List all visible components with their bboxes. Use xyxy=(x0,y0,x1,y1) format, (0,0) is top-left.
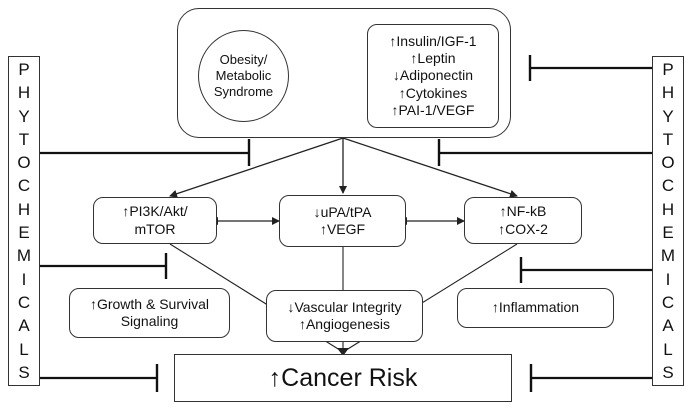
right-sidebar-letter: P xyxy=(662,60,674,79)
vascular-line-1: ↓Vascular Integrity xyxy=(287,298,402,315)
right-sidebar-letter: C xyxy=(661,292,675,312)
nfkb-line-1: ↑NF-kB xyxy=(499,203,547,220)
left-sidebar-letter: P xyxy=(18,60,30,79)
obesity-ellipse: Obesity/ Metabolic Syndrome xyxy=(198,30,289,122)
right-sidebar-letter: E xyxy=(662,223,674,243)
obesity-line-3: Syndrome xyxy=(213,84,274,100)
vascular-box: ↓Vascular Integrity ↑Angiogenesis xyxy=(266,290,423,342)
factor-adiponectin: ↓Adiponectin xyxy=(392,67,474,84)
growth-line-2: Signaling xyxy=(120,313,179,329)
cancer-risk-box: ↑Cancer Risk xyxy=(174,354,512,402)
left-sidebar-letter: I xyxy=(21,269,27,289)
vascular-line-2: ↑Angiogenesis xyxy=(298,316,391,332)
arrow-to-pi3k xyxy=(169,137,344,198)
left-sidebar-letter: E xyxy=(18,223,30,243)
pi3k-line-2: mTOR xyxy=(134,220,176,237)
right-sidebar-letter: C xyxy=(661,176,675,196)
right-sidebar-letter: Y xyxy=(662,106,674,126)
left-sidebar-letter: H xyxy=(17,83,31,103)
upa-box: ↓uPA/tPA ↑VEGF xyxy=(279,195,406,247)
obesity-line-1: Obesity/ xyxy=(219,51,268,67)
left-sidebar-letter: C xyxy=(17,176,31,196)
left-sidebar-letter: S xyxy=(18,362,30,382)
right-sidebar-letter: L xyxy=(663,339,673,359)
arrow-into-cancer xyxy=(337,348,349,356)
left-sidebar-letter: L xyxy=(19,339,29,359)
left-sidebar-letter: C xyxy=(17,292,31,312)
factor-leptin: ↑Leptin xyxy=(410,50,456,67)
right-sidebar-letter: H xyxy=(661,199,675,219)
pi3k-box: ↑PI3K/Akt/ mTOR xyxy=(93,197,217,244)
inflammation-label: ↑Inflammation xyxy=(491,299,580,316)
left-sidebar-letter: A xyxy=(18,316,30,336)
growth-line-1: ↑Growth & Survival xyxy=(89,295,210,312)
nfkb-line-2: ↑COX-2 xyxy=(498,220,548,237)
right-sidebar-letter: S xyxy=(662,362,674,382)
upa-line-1: ↓uPA/tPA xyxy=(313,203,372,220)
right-sidebar-letter: I xyxy=(665,269,671,289)
obesity-line-2: Metabolic xyxy=(215,67,272,83)
right-sidebar-letter: H xyxy=(661,83,675,103)
factors-box: ↑Insulin/IGF-1 ↑Leptin ↓Adiponectin ↑Cyt… xyxy=(367,24,499,128)
arrow-to-nfkb xyxy=(342,137,518,198)
cancer-risk-label: ↑Cancer Risk xyxy=(268,363,418,392)
left-sidebar-letter: H xyxy=(17,199,31,219)
inflammation-box: ↑Inflammation xyxy=(457,288,614,328)
right-sidebar-letter: M xyxy=(660,246,676,266)
growth-box: ↑Growth & Survival Signaling xyxy=(69,288,230,338)
factor-cytokines: ↑Cytokines xyxy=(398,84,468,101)
upa-line-2: ↑VEGF xyxy=(319,221,366,237)
nfkb-box: ↑NF-kB ↑COX-2 xyxy=(464,197,582,244)
left-sidebar-letter: T xyxy=(18,129,30,149)
left-sidebar-letter: O xyxy=(17,153,31,173)
right-sidebar-letter: T xyxy=(662,129,674,149)
right-sidebar-letter: O xyxy=(661,153,675,173)
pi3k-line-1: ↑PI3K/Akt/ xyxy=(122,203,188,220)
right-sidebar-letter: A xyxy=(662,316,674,336)
factor-insulin: ↑Insulin/IGF-1 xyxy=(389,33,477,50)
left-sidebar-letter: M xyxy=(16,246,32,266)
left-sidebar-letter: Y xyxy=(18,106,30,126)
factor-pai1-vegf: ↑PAI-1/VEGF xyxy=(391,101,475,118)
